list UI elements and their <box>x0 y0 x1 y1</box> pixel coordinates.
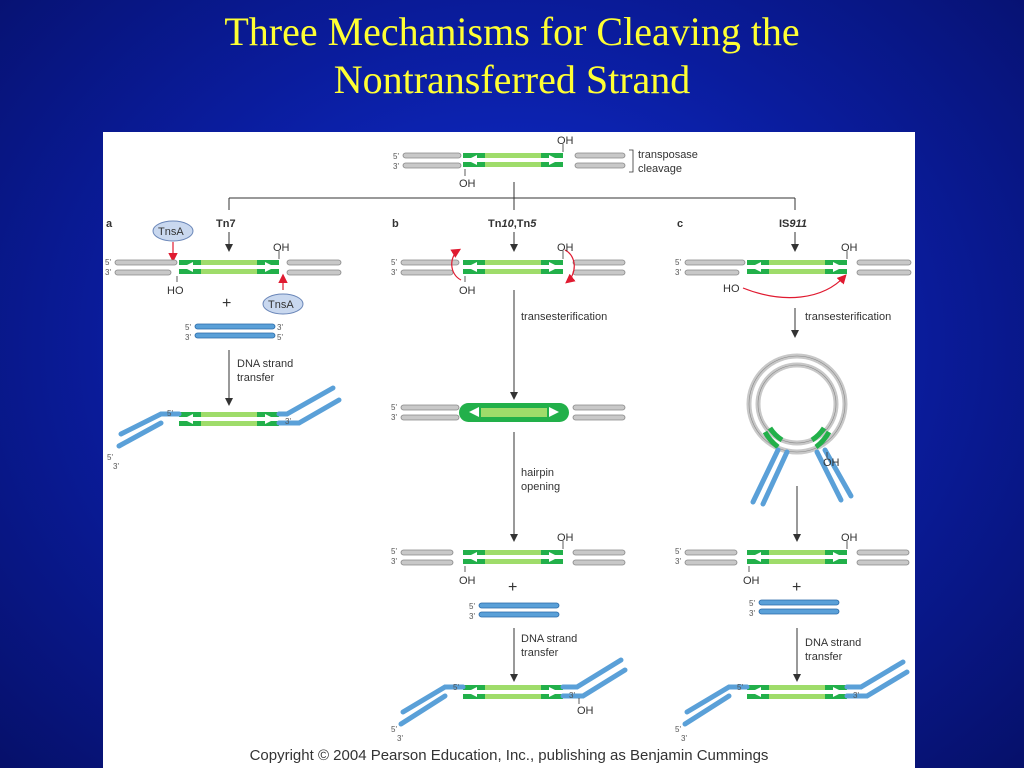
panel-a-step-line2: transfer <box>237 372 275 384</box>
panel-b-element: Tn10,Tn5 <box>488 218 537 230</box>
panel-a-tnsa-top: TnsA <box>158 226 184 238</box>
svg-text:3': 3' <box>277 323 283 332</box>
svg-text:3': 3' <box>185 333 191 342</box>
top-step-line1: transposase <box>638 149 698 161</box>
panel-b-letter: b <box>392 218 399 230</box>
panel-c-step1: transesterification <box>805 311 891 323</box>
svg-text:3': 3' <box>469 612 475 621</box>
mechanism-diagram: 5' 3' OH OH transposase cleavage a Tn7 T… <box>105 135 912 743</box>
panel-a-3prime: 3' <box>105 268 111 277</box>
svg-text:5': 5' <box>453 683 459 692</box>
svg-text:5': 5' <box>469 602 475 611</box>
panel-b-step1: transesterification <box>521 311 607 323</box>
figure-panel: 5' 3' OH OH transposase cleavage a Tn7 T… <box>103 132 915 768</box>
svg-text:5': 5' <box>737 683 743 692</box>
panel-a-oh: OH <box>273 242 290 254</box>
svg-text:3': 3' <box>675 557 681 566</box>
panel-b: b Tn10,Tn5 5' 3' OH OH transesterificati… <box>391 218 628 743</box>
svg-text:5': 5' <box>675 258 681 267</box>
top-step-line2: cleavage <box>638 163 682 175</box>
panel-b-plus: + <box>508 579 517 596</box>
panel-b-oh-final: OH <box>577 705 594 717</box>
panel-c-ho: HO <box>723 283 740 295</box>
top-oh-lower: OH <box>459 178 476 190</box>
panel-c-oh-bottom2: OH <box>743 575 760 587</box>
panel-c-plus: + <box>792 579 801 596</box>
panel-c-oh-top: OH <box>841 242 858 254</box>
slide-title: Three Mechanisms for Cleaving the Nontra… <box>0 8 1024 104</box>
svg-text:5': 5' <box>391 547 397 556</box>
svg-text:3': 3' <box>391 268 397 277</box>
svg-text:5': 5' <box>167 409 173 418</box>
slide-title-line2: Nontransferred Strand <box>333 57 691 102</box>
top-substrate: 5' 3' OH OH transposase cleavage <box>393 135 698 190</box>
svg-text:3': 3' <box>391 413 397 422</box>
panel-b-step2-line2: opening <box>521 481 560 493</box>
svg-text:3': 3' <box>681 734 687 743</box>
panel-b-step3-line2: transfer <box>521 647 559 659</box>
panel-a-step-line1: DNA strand <box>237 358 293 370</box>
panel-a-letter: a <box>106 218 113 230</box>
panel-c-element: IS911 <box>779 218 807 230</box>
panel-b-oh-bottom: OH <box>459 285 476 297</box>
panel-b-oh-bottom2: OH <box>459 575 476 587</box>
svg-text:5': 5' <box>391 725 397 734</box>
panel-a-tnsa-bottom: TnsA <box>268 299 294 311</box>
svg-text:5': 5' <box>675 547 681 556</box>
panel-c-step2-line1: DNA strand <box>805 637 861 649</box>
top-5prime: 5' <box>393 152 399 161</box>
panel-a: a Tn7 TnsA 5' 3' OH HO + TnsA 5' 3' 3' 5… <box>105 218 342 471</box>
panel-c: c IS911 5' 3' OH HO transesterification … <box>675 218 912 743</box>
svg-text:3': 3' <box>391 557 397 566</box>
svg-text:3': 3' <box>853 691 859 700</box>
panel-b-oh-top2: OH <box>557 532 574 544</box>
svg-text:3': 3' <box>397 734 403 743</box>
svg-text:3': 3' <box>113 462 119 471</box>
top-oh-upper: OH <box>557 135 574 147</box>
svg-text:3': 3' <box>569 691 575 700</box>
svg-text:5': 5' <box>107 453 113 462</box>
svg-text:5': 5' <box>391 403 397 412</box>
svg-text:5': 5' <box>277 333 283 342</box>
panel-a-plus: + <box>222 295 231 312</box>
svg-text:3': 3' <box>285 417 291 426</box>
panel-c-oh-circle: OH <box>823 457 840 469</box>
slide-title-line1: Three Mechanisms for Cleaving the <box>224 9 800 54</box>
copyright-text: Copyright © 2004 Pearson Education, Inc.… <box>249 747 769 764</box>
svg-text:5': 5' <box>185 323 191 332</box>
panel-a-5prime: 5' <box>105 258 111 267</box>
panel-a-ho: HO <box>167 285 184 297</box>
svg-text:5': 5' <box>675 725 681 734</box>
panel-c-oh-top2: OH <box>841 532 858 544</box>
svg-text:5': 5' <box>391 258 397 267</box>
panel-a-element: Tn7 <box>216 218 236 230</box>
panel-c-step2-line2: transfer <box>805 651 843 663</box>
panel-b-step2-line1: hairpin <box>521 467 554 479</box>
svg-text:5': 5' <box>749 599 755 608</box>
panel-b-step3-line1: DNA strand <box>521 633 577 645</box>
svg-text:3': 3' <box>749 609 755 618</box>
svg-text:3': 3' <box>675 268 681 277</box>
top-3prime: 3' <box>393 162 399 171</box>
panel-c-letter: c <box>677 218 683 230</box>
panel-b-oh-top: OH <box>557 242 574 254</box>
branch-lines <box>228 182 796 210</box>
